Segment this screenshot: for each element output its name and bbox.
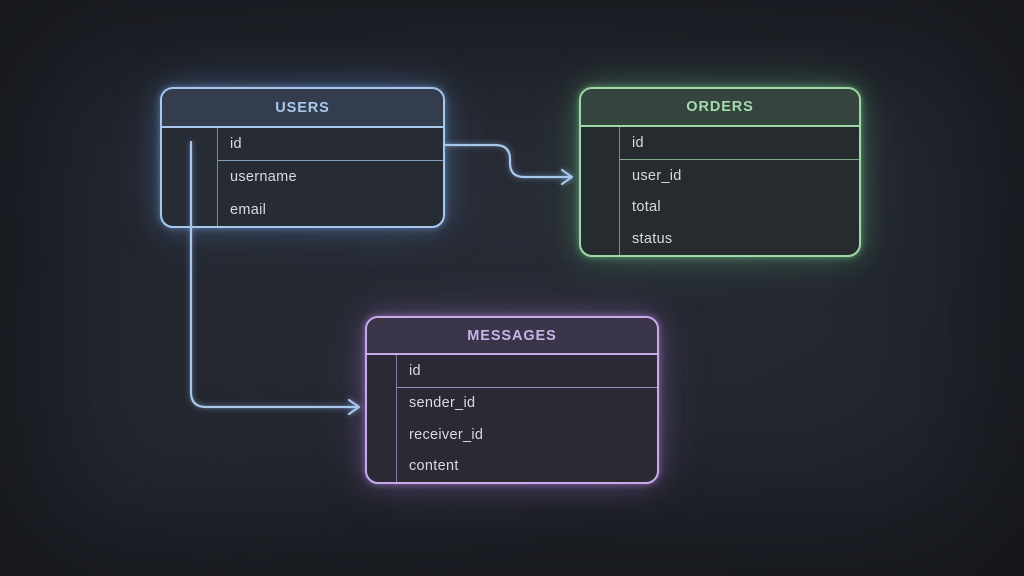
table-messages: MESSAGES id sender_id receiver_id conten… [365, 316, 659, 484]
field-label: sender_id [409, 395, 476, 412]
field-label: total [632, 199, 661, 216]
field-label: user_id [632, 167, 682, 184]
key-column [581, 127, 620, 255]
table-row: user_id [620, 160, 859, 192]
table-row: id [218, 128, 443, 162]
table-title: USERS [162, 89, 443, 128]
relation-users-messages-arrow [347, 398, 361, 416]
table-row: email [218, 194, 443, 226]
table-title: ORDERS [581, 89, 859, 127]
field-label: id [409, 362, 421, 379]
table-row: receiver_id [397, 419, 657, 451]
table-row: username [218, 161, 443, 193]
relation-users-orders-arrow [560, 168, 574, 186]
table-row: id [620, 127, 859, 160]
table-body: id sender_id receiver_id content [367, 355, 657, 482]
table-body: id username email [162, 128, 443, 226]
table-row: id [397, 355, 657, 388]
rows-column: id user_id total status [620, 127, 859, 255]
field-label: username [230, 169, 297, 186]
table-users: USERS id username email [160, 87, 445, 228]
field-label: receiver_id [409, 426, 484, 443]
table-row: status [620, 223, 859, 255]
key-column [162, 128, 218, 226]
table-title: MESSAGES [367, 318, 657, 355]
table-orders: ORDERS id user_id total status [579, 87, 861, 257]
field-label: status [632, 231, 673, 248]
rows-column: id sender_id receiver_id content [397, 355, 657, 482]
key-column [367, 355, 397, 482]
rows-column: id username email [218, 128, 443, 226]
field-label: content [409, 458, 459, 475]
table-body: id user_id total status [581, 127, 859, 255]
field-label: email [230, 201, 267, 218]
field-label: id [230, 136, 242, 153]
field-label: id [632, 134, 644, 151]
table-row: content [397, 451, 657, 483]
table-row: sender_id [397, 388, 657, 420]
relation-users-orders-line [443, 143, 572, 179]
table-row: total [620, 192, 859, 224]
